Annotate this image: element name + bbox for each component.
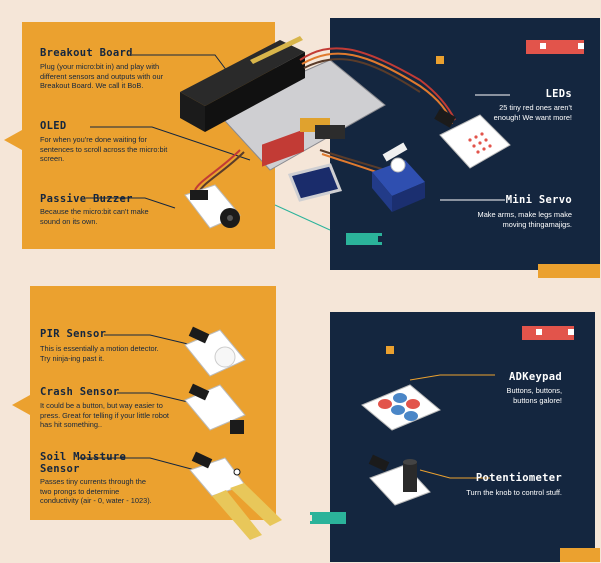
oled-title: OLED: [40, 120, 67, 132]
adkeypad-title: ADKeypad: [509, 371, 562, 383]
pir-sensor-title: PIR Sensor: [40, 328, 107, 340]
top-right-accent: [538, 264, 600, 278]
potentiometer-desc: Turn the knob to control stuff.: [466, 488, 562, 497]
passive-buzzer-title: Passive Buzzer: [40, 193, 133, 205]
breakout-board-desc: Plug (your micro:bit in) and play with d…: [40, 62, 164, 91]
passive-buzzer-desc: Because the micro:bit can't make sound o…: [40, 207, 149, 226]
bottom-right-panel: [330, 312, 595, 562]
red-flag-bottom: [522, 326, 574, 340]
teal-flag-bottom: [310, 512, 346, 524]
crash-sensor-desc: It could be a button, but way easier to …: [40, 401, 169, 430]
oled-desc: For when you're done waiting for sentenc…: [40, 135, 168, 164]
bottom-right-accent: [560, 548, 600, 562]
leds-desc: 25 tiny red ones aren't enough! We want …: [493, 103, 572, 122]
mini-servo-title: Mini Servo: [505, 194, 572, 206]
orange-dot-top: [436, 56, 444, 64]
pir-sensor-desc: This is essentially a motion detector. T…: [40, 344, 159, 363]
mini-servo-desc: Make arms, make legs make moving thingam…: [477, 210, 572, 229]
crash-sensor-title: Crash Sensor: [40, 386, 120, 398]
teal-flag-top: [346, 233, 382, 245]
breakout-board-title: Breakout Board: [40, 47, 133, 59]
potentiometer-title: Potentiometer: [475, 472, 562, 484]
orange-dot-bottom: [386, 346, 394, 354]
soil-moisture-title: Soil Moisture Sensor: [40, 451, 127, 475]
adkeypad-desc: Buttons, buttons, buttons galore!: [506, 386, 562, 405]
soil-moisture-desc: Passes tiny currents through the two pro…: [40, 477, 152, 506]
leds-title: LEDs: [545, 88, 572, 100]
